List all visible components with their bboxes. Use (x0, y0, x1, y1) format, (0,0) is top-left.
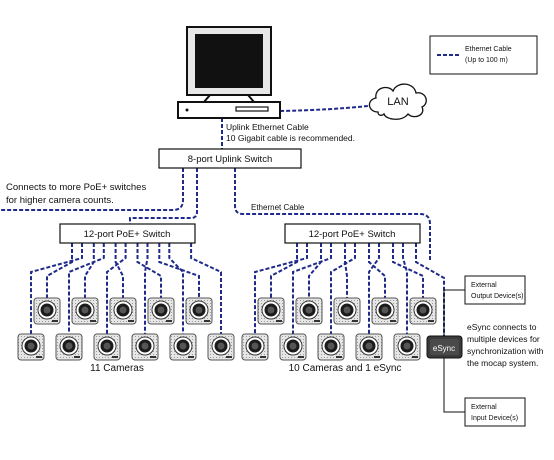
camera-icon (185, 297, 213, 325)
camera-icon (55, 333, 83, 361)
legend-label-line1: Ethernet Cable (465, 46, 512, 53)
camera-icon (317, 333, 345, 361)
right-front-camera-cable (292, 243, 332, 334)
uplink-note-line2: 10 Gigabit cable is recommended. (226, 133, 355, 143)
uplink-note-line1: Uplink Ethernet Cable (226, 122, 309, 132)
camera-icon (71, 297, 99, 325)
left-back-camera-cable (136, 243, 162, 298)
esync-description-line4: the mocap system. (467, 358, 538, 368)
camera-icon (17, 333, 45, 361)
camera-icon (295, 297, 323, 325)
right-back-camera-cable (368, 243, 386, 298)
more-switches-line2: for higher camera counts. (6, 195, 114, 206)
camera-icon (279, 333, 307, 361)
right-front-camera-cable (402, 243, 408, 334)
left-front-camera-cable (106, 243, 127, 334)
right-back-camera-cable (392, 243, 424, 298)
camera-icon (355, 333, 383, 361)
lan-label: LAN (387, 96, 408, 108)
esync-to-output-line (443, 289, 465, 336)
right-cameras-caption: 10 Cameras and 1 eSync (289, 363, 402, 374)
camera-icon (257, 297, 285, 325)
right-poe-switch: 12-port PoE+ Switch (284, 223, 421, 244)
camera-icon (131, 333, 159, 361)
esync-label: eSync (433, 344, 455, 353)
camera-icon (169, 333, 197, 361)
right-front-camera-cable (368, 243, 380, 334)
external-input-box: External Input Device(s) (464, 397, 526, 427)
right-switch-label: 12-port PoE+ Switch (309, 229, 396, 240)
ethernet-cable-label: Ethernet Cable (251, 203, 305, 212)
left-switch-label: 12-port PoE+ Switch (84, 229, 171, 240)
right-back-camera-cable (344, 243, 348, 298)
left-front-camera-cable (68, 243, 105, 334)
external-input-line1: External (471, 404, 497, 411)
uplink-to-right-switch-cable (234, 168, 431, 262)
legend-label-line2: (Up to 100 m) (465, 57, 508, 64)
esync-description-line2: multiple devices for (467, 334, 540, 344)
camera-icon (33, 297, 61, 325)
more-switches-line1: Connects to more PoE+ switches (6, 182, 146, 193)
camera-icon (147, 297, 175, 325)
lan-cloud-icon (368, 83, 427, 120)
camera-icon (241, 333, 269, 361)
uplink-to-left-switch-cable (129, 168, 198, 224)
camera-icon (207, 333, 235, 361)
left-front-camera-cable (168, 243, 184, 334)
left-back-camera-cable (84, 243, 95, 298)
external-input-line2: Input Device(s) (471, 415, 518, 422)
esync-description-line3: synchronization with (467, 346, 544, 356)
legend: Ethernet Cable (Up to 100 m) (429, 35, 538, 75)
right-back-camera-cable (308, 243, 322, 298)
camera-icon (109, 297, 137, 325)
left-back-camera-cable (158, 243, 200, 298)
left-poe-switch: 12-port PoE+ Switch (59, 223, 196, 244)
camera-icon (333, 297, 361, 325)
external-output-box: External Output Device(s) (464, 275, 526, 305)
esync-device: eSync (426, 335, 463, 359)
left-back-camera-cable (114, 243, 124, 298)
left-front-camera-cable (144, 243, 149, 334)
left-cameras-caption: 11 Cameras (90, 363, 144, 374)
camera-icon (93, 333, 121, 361)
left-back-camera-cable (46, 243, 73, 298)
esync-description-line1: eSync connects to (467, 322, 537, 332)
external-output-line1: External (471, 282, 497, 289)
lan-cable (279, 105, 369, 112)
left-front-camera-cable (30, 243, 83, 334)
cameras (17, 297, 437, 361)
computer-icon (177, 26, 281, 119)
camera-icon (371, 297, 399, 325)
ethernet-cables (0, 105, 465, 413)
camera-icon (409, 297, 437, 325)
camera-icon (393, 333, 421, 361)
external-output-line2: Output Device(s) (471, 293, 524, 300)
uplink-switch-label: 8-port Uplink Switch (188, 154, 272, 165)
more-switches-cable (0, 168, 184, 211)
uplink-switch: 8-port Uplink Switch (158, 148, 302, 169)
right-front-camera-cable (330, 243, 356, 334)
esync-to-input-line (443, 358, 465, 413)
right-back-camera-cable (270, 243, 298, 298)
left-front-camera-cable (190, 243, 222, 334)
right-front-camera-cable (254, 243, 308, 334)
